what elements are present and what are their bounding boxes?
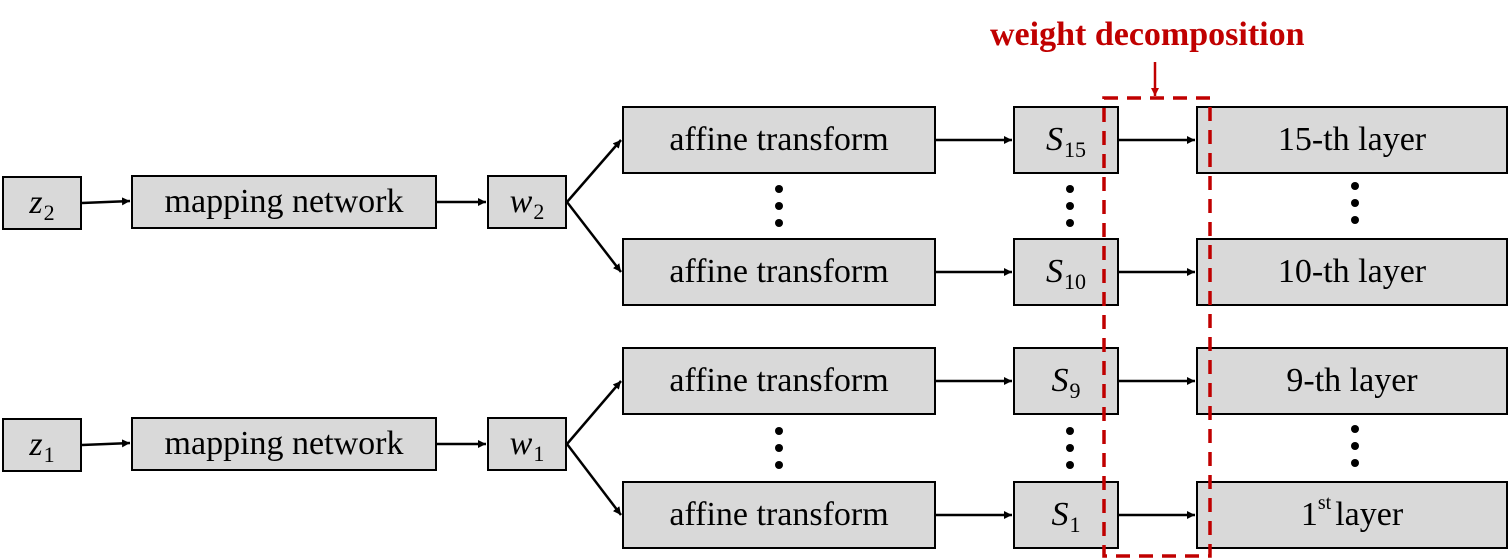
layer-15-box: 15-th layer [1196, 106, 1508, 174]
layer-10-box: 10-th layer [1196, 238, 1508, 306]
style-s10-var: S [1046, 253, 1063, 290]
layer-1-number: 1 [1300, 496, 1318, 533]
layer-15-label: 15-th layer [1277, 121, 1427, 158]
layer-10-label: 10-th layer [1277, 253, 1427, 290]
latent-w2-var: w [509, 183, 533, 220]
ellipsis-affine-top [775, 185, 783, 227]
affine-transform-1: affine transform [622, 106, 936, 174]
mapping-network-top: mapping network [131, 175, 437, 229]
layer-9-label: 9-th layer [1286, 362, 1418, 399]
style-s9-var: S [1051, 362, 1069, 399]
style-s15-var: S [1046, 121, 1063, 158]
ellipsis-layer-top [1351, 182, 1359, 224]
ellipsis-layer-bottom [1351, 425, 1359, 467]
style-s1-var: S [1051, 496, 1069, 533]
mapping-network-bottom: mapping network [131, 417, 437, 471]
affine-transform-2: affine transform [622, 238, 936, 306]
arrow-w1-to-affine-3 [566, 380, 622, 445]
arrow-w2-to-affine-1 [566, 139, 622, 203]
style-s1-sub: 1 [1069, 512, 1081, 537]
ellipsis-style-top [1066, 185, 1074, 227]
input-z2-sub: 2 [43, 200, 55, 225]
latent-w1-sub: 1 [533, 441, 545, 466]
layer-9-box: 9-th layer [1196, 347, 1508, 415]
ellipsis-affine-bottom [775, 427, 783, 469]
affine-transform-4: affine transform [622, 481, 936, 549]
input-z1-var: z [29, 426, 43, 463]
input-z1-sub: 1 [43, 442, 55, 467]
input-z2-var: z [29, 184, 43, 221]
layer-1-word: layer [1335, 496, 1404, 533]
affine-transform-3: affine transform [622, 347, 936, 415]
latent-w2-sub: 2 [533, 199, 545, 224]
style-s15-sub: 15 [1064, 137, 1086, 162]
layer-1-ordinal: st [1317, 491, 1332, 514]
arrow-z1-to-mapping [81, 439, 131, 448]
ellipsis-style-bottom [1066, 427, 1074, 469]
arrow-z2-to-mapping [81, 197, 131, 206]
style-s9-sub: 9 [1069, 378, 1081, 403]
weight-decomposition-region [1102, 96, 1212, 558]
arrow-w1-to-affine-4 [566, 443, 622, 516]
latent-w1-var: w [509, 425, 533, 462]
style-s10-sub: 10 [1064, 269, 1086, 294]
diagram-title: weight decomposition [990, 16, 1305, 53]
arrow-w2-to-affine-2 [566, 201, 622, 273]
